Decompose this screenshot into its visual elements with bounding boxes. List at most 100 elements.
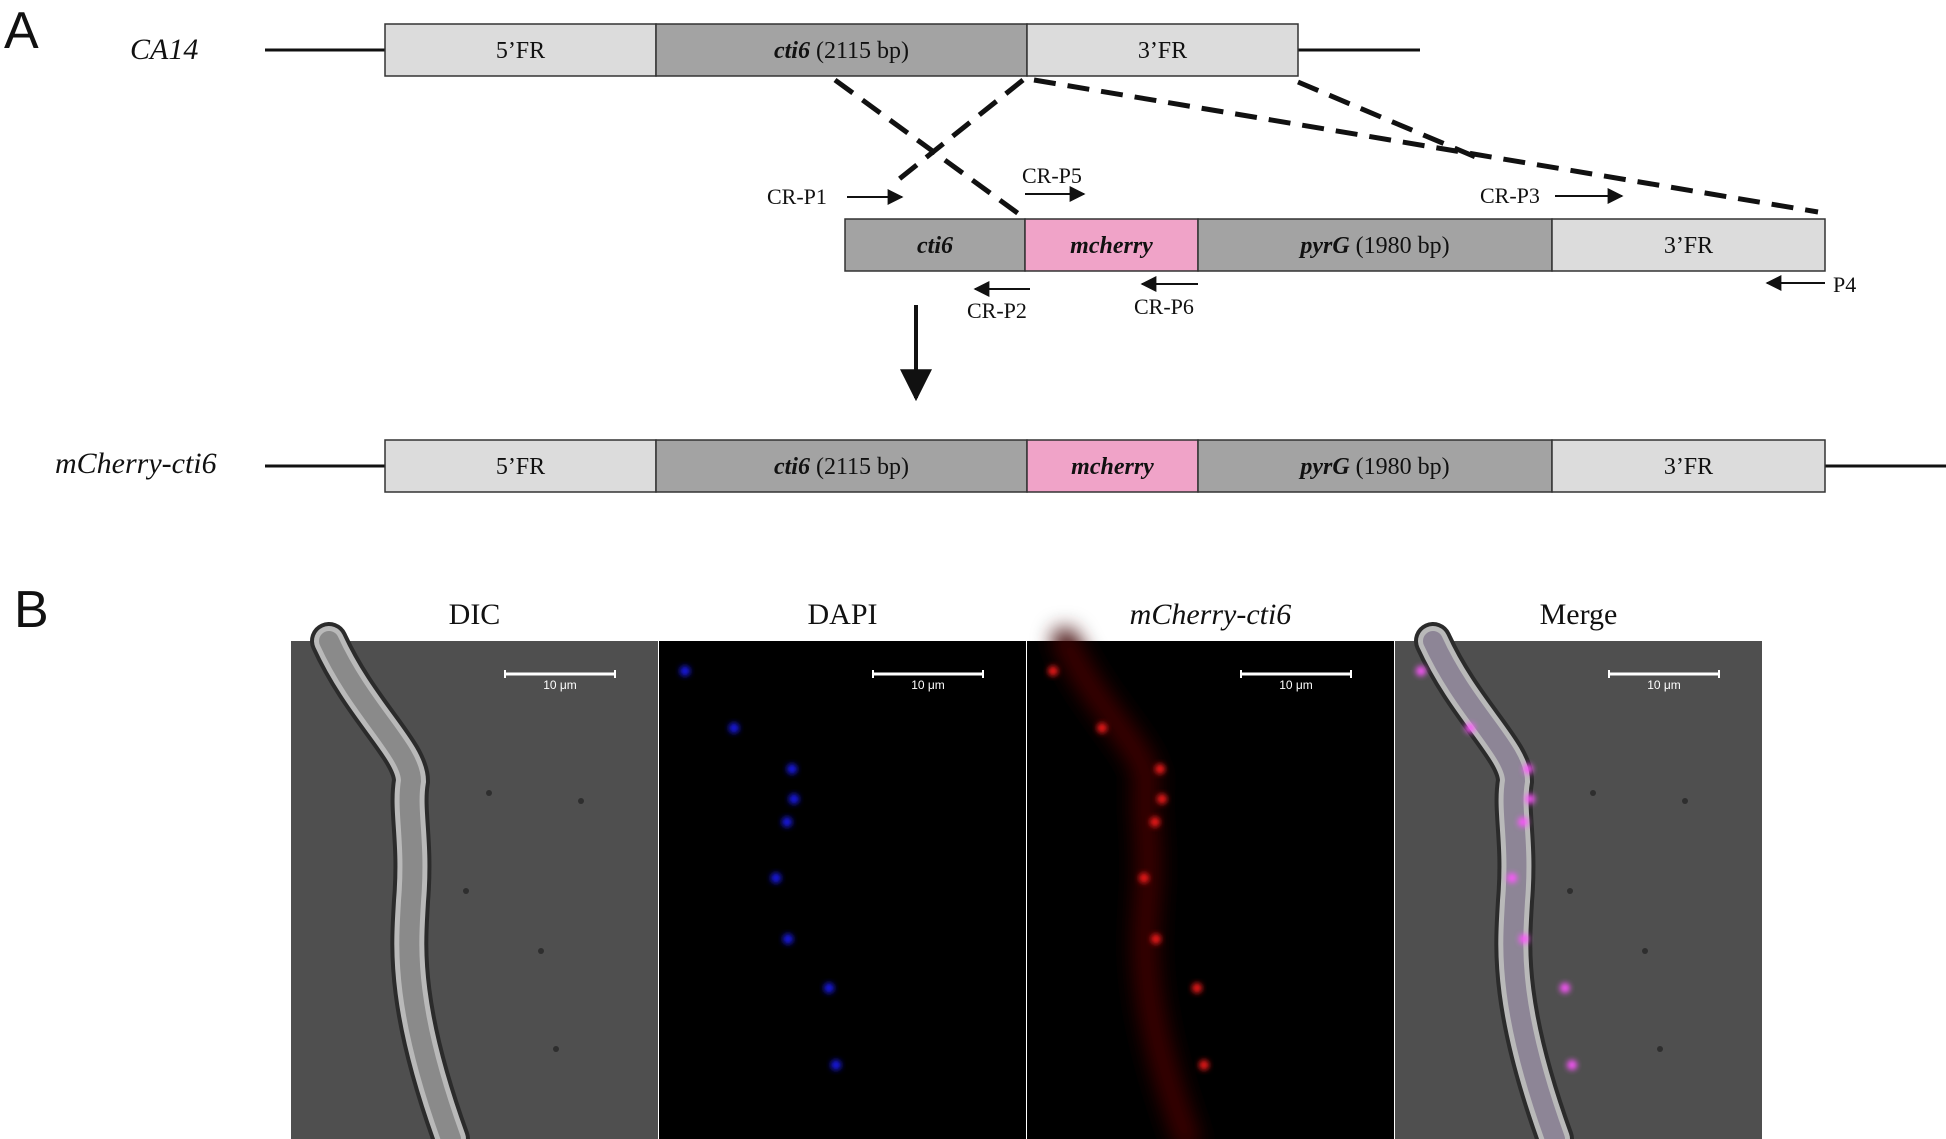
nucleus-spot bbox=[831, 1060, 841, 1070]
segment-box bbox=[384, 23, 657, 77]
nucleus-spot bbox=[1567, 1060, 1577, 1070]
scale-bar: 10 μm bbox=[1240, 670, 1352, 692]
hypha-glow bbox=[1052, 628, 1200, 1139]
segment-label: pyrG (1980 bp) bbox=[1298, 454, 1449, 480]
scale-bar: 10 μm bbox=[1608, 670, 1720, 692]
primer-label: CR-P3 bbox=[1480, 183, 1540, 208]
primer-cr-p2: CR-P2 bbox=[967, 281, 1030, 323]
segment-label: 3’FR bbox=[1138, 38, 1187, 64]
panel-merge: Merge 10 μm bbox=[1395, 598, 1762, 1139]
nucleus-spot bbox=[1097, 723, 1107, 733]
scale-bar: 10 μm bbox=[504, 670, 616, 692]
scale-bar-label: 10 μm bbox=[1647, 678, 1681, 692]
nucleus-spot bbox=[824, 983, 834, 993]
segment-box bbox=[1024, 218, 1199, 272]
segment-text: 3’FR bbox=[1138, 38, 1187, 64]
nucleus-spot bbox=[1192, 983, 1202, 993]
nucleus-spot bbox=[1519, 934, 1529, 944]
primer-cr-p3: CR-P3 bbox=[1480, 183, 1624, 208]
gene-name: cti6 bbox=[774, 38, 810, 64]
nucleus-spot bbox=[1523, 764, 1533, 774]
micrograph-background bbox=[1027, 641, 1394, 1139]
nucleus-spot bbox=[1560, 983, 1570, 993]
segment-label: cti6 bbox=[917, 233, 953, 259]
panel-b-letter: B bbox=[14, 581, 49, 639]
crossover-lines bbox=[833, 77, 1819, 220]
segment-label: mcherry bbox=[1071, 454, 1154, 480]
segment-text: 3’FR bbox=[1664, 454, 1713, 480]
segment-label: cti6 (2115 bp) bbox=[774, 38, 909, 64]
segment-label: 3’FR bbox=[1664, 454, 1713, 480]
nucleus-spot bbox=[787, 764, 797, 774]
segment-cti6: cti6 bbox=[844, 218, 1026, 272]
micrograph-background bbox=[1395, 641, 1762, 1139]
panel-a-letter: A bbox=[4, 2, 39, 60]
segment-mcherry: mcherry bbox=[1026, 439, 1199, 493]
nucleus-spot bbox=[783, 934, 793, 944]
nucleus-spot bbox=[789, 794, 799, 804]
gene-name: mcherry bbox=[1071, 454, 1154, 480]
panel-title: DIC bbox=[449, 598, 501, 631]
nucleus-spot bbox=[1150, 817, 1160, 827]
scale-bar-label: 10 μm bbox=[1279, 678, 1313, 692]
segment-5-fr: 5’FR bbox=[384, 439, 657, 493]
panel-title: mCherry-cti6 bbox=[1130, 598, 1292, 631]
segment-box bbox=[1026, 23, 1299, 77]
segment-label: 5’FR bbox=[496, 454, 545, 480]
segment-cti6: cti6 (2115 bp) bbox=[655, 23, 1028, 77]
segment-box bbox=[1197, 439, 1553, 493]
segment-text: (2115 bp) bbox=[810, 38, 909, 64]
top-strain-label: CA14 bbox=[130, 33, 198, 66]
debris-particle bbox=[553, 1046, 559, 1052]
debris-particle bbox=[1682, 798, 1688, 804]
gene-name: pyrG bbox=[1298, 233, 1350, 259]
nucleus-spot bbox=[1199, 1060, 1209, 1070]
segment-text: 3’FR bbox=[1664, 233, 1713, 259]
nucleus-spot bbox=[729, 723, 739, 733]
segment-label: 5’FR bbox=[496, 38, 545, 64]
nucleus-spot bbox=[1155, 764, 1165, 774]
debris-particle bbox=[578, 798, 584, 804]
segment-mcherry: mcherry bbox=[1024, 218, 1199, 272]
debris-particle bbox=[1590, 790, 1596, 796]
debris-particle bbox=[1642, 948, 1648, 954]
segment-pyrg: pyrG (1980 bp) bbox=[1197, 439, 1553, 493]
nucleus-spot bbox=[1465, 723, 1475, 733]
primer-label: CR-P6 bbox=[1134, 294, 1194, 319]
micrograph-background bbox=[291, 641, 658, 1139]
top-construct: 5’FR cti6 (2115 bp) 3’FR bbox=[384, 23, 1299, 77]
segment-pyrg: pyrG (1980 bp) bbox=[1197, 218, 1553, 272]
primer-cr-p5: CR-P5 bbox=[1022, 163, 1086, 202]
debris-particle bbox=[486, 790, 492, 796]
primer-label: CR-P1 bbox=[767, 184, 827, 209]
segment-box bbox=[1197, 218, 1553, 272]
mcherry-cti6-construct: 5’FR cti6 (2115 bp) mcherry pyrG (1980 bp) 3… bbox=[384, 439, 1826, 493]
segment-label: mcherry bbox=[1070, 233, 1153, 259]
debris-particle bbox=[1567, 888, 1573, 894]
segment-text: 5’FR bbox=[496, 38, 545, 64]
segment-3-fr: 3’FR bbox=[1551, 439, 1826, 493]
nucleus-spot bbox=[1157, 794, 1167, 804]
bottom-strain-label: mCherry-cti6 bbox=[55, 447, 217, 480]
micrograph-content bbox=[1048, 628, 1209, 1139]
hypha-lumen bbox=[319, 631, 461, 1139]
segment-box bbox=[1551, 439, 1826, 493]
debris-particle bbox=[463, 888, 469, 894]
primer-cr-p6: CR-P6 bbox=[1134, 276, 1198, 319]
panel-title: Merge bbox=[1540, 598, 1618, 631]
segment-box bbox=[1026, 439, 1199, 493]
panel-title: DAPI bbox=[807, 598, 877, 631]
nucleus-spot bbox=[1518, 817, 1528, 827]
debris-particle bbox=[1657, 1046, 1663, 1052]
segment-box bbox=[655, 439, 1028, 493]
gene-name: cti6 bbox=[774, 454, 810, 480]
debris-particle bbox=[538, 948, 544, 954]
segment-text: (1980 bp) bbox=[1350, 454, 1450, 480]
primer-label: CR-P2 bbox=[967, 298, 1027, 323]
nucleus-spot bbox=[782, 817, 792, 827]
segment-text: (2115 bp) bbox=[810, 454, 909, 480]
micrograph-content bbox=[310, 622, 584, 1139]
